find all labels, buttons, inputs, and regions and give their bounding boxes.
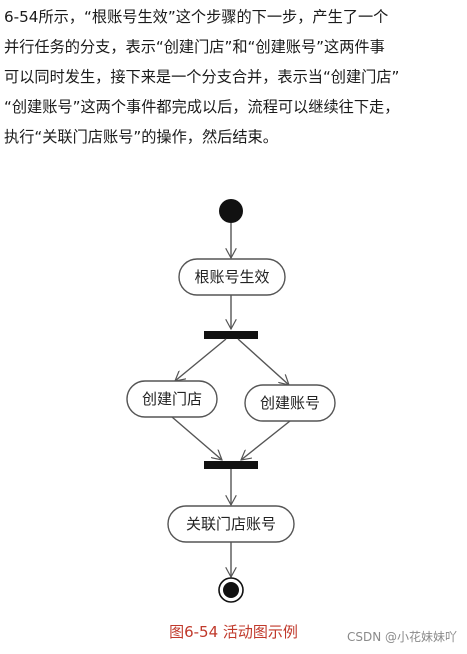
flow-arrow <box>241 420 291 460</box>
fork-bar <box>204 331 258 339</box>
action-node-create-account: 创建账号 <box>244 384 336 422</box>
action-node-link-store-account: 关联门店账号 <box>167 505 295 543</box>
paragraph-line: 可以同时发生，接下来是一个分支合并，表示当“创建门店” <box>4 68 400 86</box>
paragraph-line: 执行“关联门店账号”的操作，然后结束。 <box>4 128 278 146</box>
join-bar <box>204 461 258 469</box>
description-paragraph: 6-54所示，“根账号生效”这个步骤的下一步，产生了一个 并行任务的分支，表示“… <box>4 2 464 152</box>
action-label: 根账号生效 <box>194 268 269 286</box>
initial-node <box>219 199 243 223</box>
flow-arrow <box>237 338 289 385</box>
flow-arrow <box>175 338 227 381</box>
final-node <box>218 577 244 603</box>
action-node-create-store: 创建门店 <box>126 380 218 418</box>
paragraph-line: 并行任务的分支，表示“创建门店”和“创建账号”这两件事 <box>4 38 385 56</box>
action-node-activate-account: 根账号生效 <box>178 258 286 296</box>
paragraph-line: “创建账号”这两个事件都完成以后，流程可以继续往下走， <box>4 98 400 116</box>
watermark: CSDN @小花妹妹吖 <box>346 630 457 644</box>
paragraph-line: 6-54所示，“根账号生效”这个步骤的下一步，产生了一个 <box>4 8 389 26</box>
action-label: 创建门店 <box>142 390 202 408</box>
action-label: 关联门店账号 <box>186 515 276 533</box>
action-label: 创建账号 <box>260 394 320 412</box>
flow-arrow <box>171 416 222 460</box>
figure-caption: 图6-54 活动图示例 <box>169 623 298 641</box>
